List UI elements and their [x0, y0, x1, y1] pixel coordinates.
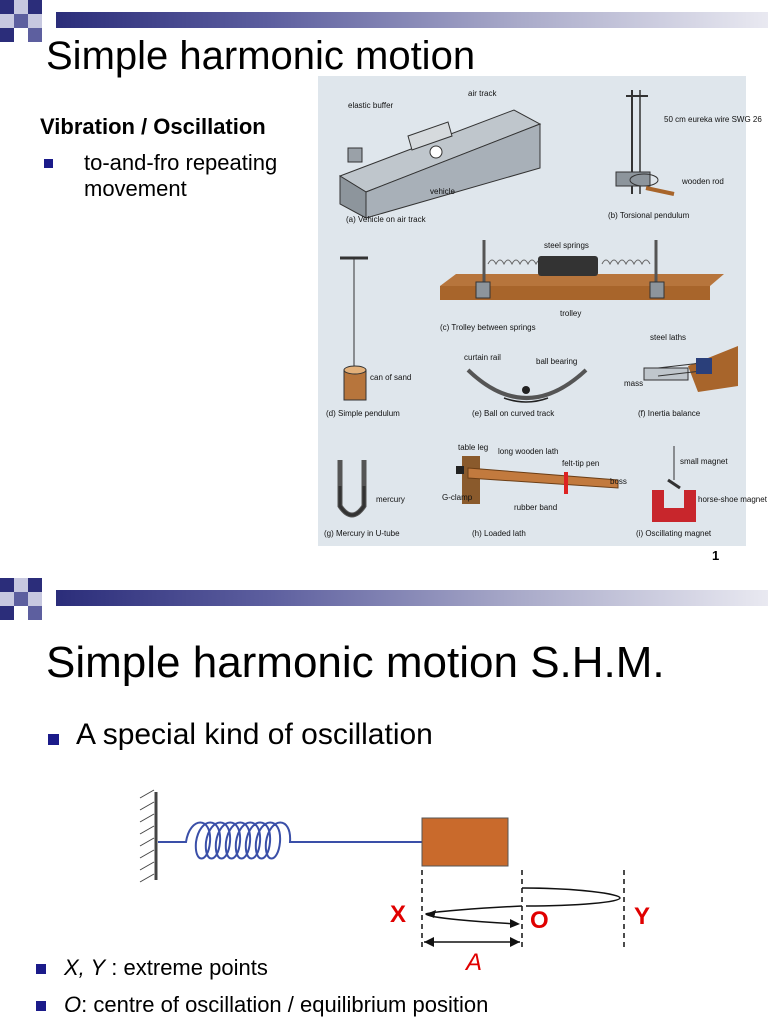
label-a: A	[464, 949, 482, 976]
fig-label-long-wooden-lath: long wooden lath	[498, 447, 559, 456]
label-x: X	[390, 901, 406, 928]
bullet-text: : extreme points	[105, 955, 268, 980]
slide-2: Simple harmonic motion S.H.M.	[0, 578, 768, 1024]
fig-label-elastic-buffer: elastic buffer	[348, 101, 394, 110]
fig-label-table-leg: table leg	[458, 443, 488, 452]
arrow-head-icon	[424, 937, 434, 947]
slide-1: Simple harmonic motion Vibration / Oscil…	[0, 0, 768, 563]
spring-icon	[158, 821, 422, 860]
bullet-square-icon	[48, 734, 59, 745]
bullet-text: to-and-fro repeating movement	[84, 150, 278, 201]
bullet-square-icon	[44, 159, 53, 168]
label-y: Y	[634, 903, 650, 930]
fig-label-ball-bearing: ball bearing	[536, 357, 577, 366]
mass-block	[421, 817, 509, 867]
fig-caption-d: (d) Simple pendulum	[326, 409, 400, 418]
wall-icon	[139, 789, 158, 883]
curved-track-illustration	[466, 368, 588, 403]
inertia-balance-illustration	[643, 346, 738, 392]
fig-caption-b: (b) Torsional pendulum	[608, 211, 690, 220]
fig-caption-a: (a) Vehicle on air track	[346, 215, 427, 224]
subheading: Vibration / Oscillation	[40, 114, 266, 139]
oscillating-magnet-illustration	[652, 446, 696, 522]
motion-path	[521, 887, 621, 907]
fig-label-curtain-rail: curtain rail	[464, 353, 501, 362]
simple-pendulum-illustration	[340, 256, 368, 401]
var-xy: X, Y	[64, 955, 106, 980]
slide-title: Simple harmonic motion	[46, 34, 476, 78]
fig-caption-c: (c) Trolley between springs	[440, 323, 536, 332]
fig-label-horseshoe-magnet: horse-shoe magnet	[698, 495, 768, 504]
loaded-lath-illustration	[456, 456, 619, 504]
fig-label-g-clamp: G-clamp	[442, 493, 473, 502]
fig-label-wooden-rod: wooden rod	[681, 177, 724, 186]
fig-label-small-magnet: small magnet	[680, 457, 728, 466]
arrow-head-icon	[510, 937, 520, 947]
fig-label-steel-springs: steel springs	[544, 241, 589, 250]
header-band	[0, 578, 768, 624]
fig-label-rubber-band: rubber band	[514, 503, 557, 512]
air-track-illustration	[338, 109, 542, 219]
fig-caption-g: (g) Mercury in U-tube	[324, 529, 400, 538]
label-o: O	[530, 907, 549, 934]
bullet-square-icon	[36, 964, 46, 974]
motion-path	[425, 905, 523, 925]
fig-caption-f: (f) Inertia balance	[638, 409, 701, 418]
oscillation-examples-figure: air track elastic buffer vehicle (a) Veh…	[318, 76, 768, 546]
fig-label-can-of-sand: can of sand	[370, 373, 411, 382]
arrow-head-icon	[510, 919, 520, 928]
torsional-pendulum-illustration	[615, 90, 675, 196]
header-band	[0, 0, 768, 46]
fig-label-trolley: trolley	[560, 309, 581, 318]
u-tube-illustration	[337, 460, 367, 518]
fig-label-mercury: mercury	[376, 495, 405, 504]
fig-caption-h: (h) Loaded lath	[472, 529, 526, 538]
fig-caption-i: (i) Oscillating magnet	[636, 529, 712, 538]
bullet-text: A special kind of oscillation	[76, 718, 433, 751]
slide-title: Simple harmonic motion S.H.M.	[46, 638, 665, 687]
arrow-head-icon	[426, 910, 436, 918]
fig-label-air-track: air track	[468, 89, 497, 98]
bullet-text: : centre of oscillation / equilibrium po…	[81, 992, 489, 1017]
bullet-square-icon	[36, 1001, 46, 1011]
fig-label-felt-tip-pen: felt-tip pen	[562, 459, 599, 468]
fig-label-vehicle: vehicle	[430, 187, 455, 196]
var-o: O	[64, 992, 82, 1017]
fig-label-mass: mass	[624, 379, 643, 388]
fig-caption-e: (e) Ball on curved track	[472, 409, 555, 418]
fig-label-eureka-wire: 50 cm eureka wire SWG 26	[664, 115, 762, 124]
trolley-springs-illustration	[440, 240, 724, 300]
page-number: 1	[712, 548, 720, 563]
fig-label-steel-laths: steel laths	[650, 333, 686, 342]
fig-label-boss: boss	[610, 477, 627, 486]
